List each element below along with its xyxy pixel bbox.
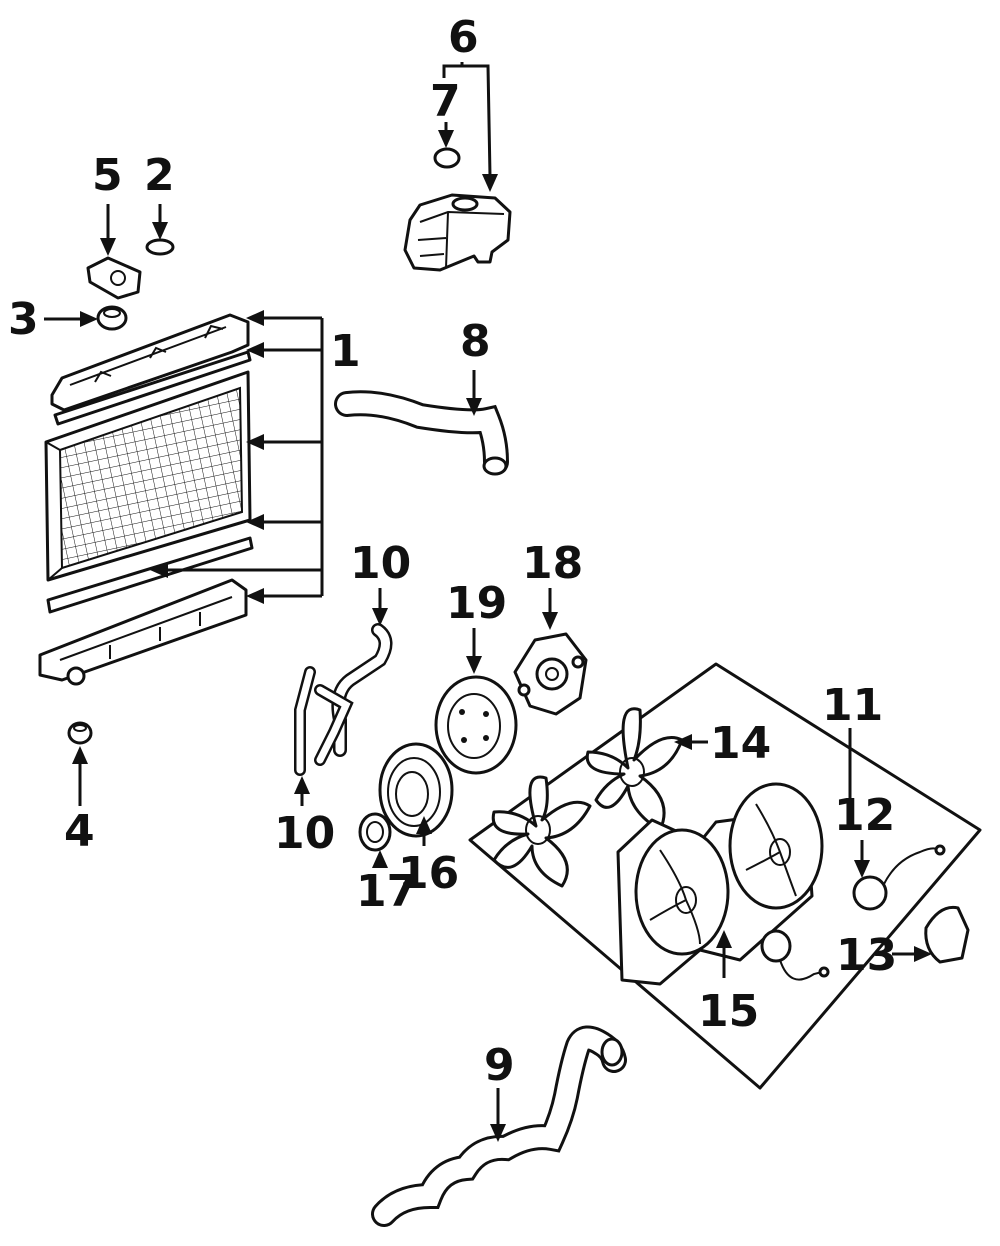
callout-8: 8: [460, 316, 491, 367]
part-6-reservoir: [403, 193, 512, 272]
part-5-bracket: [86, 256, 142, 300]
callout-13: 13: [836, 930, 897, 981]
part-12-motor: [852, 844, 946, 911]
callout-15: 15: [698, 986, 759, 1037]
part-3-grommet: [96, 305, 128, 331]
callout-9: 9: [484, 1040, 515, 1091]
part-17-bearing: [358, 812, 392, 852]
part-2-seal: [145, 238, 175, 256]
callout-labels: 1 2 3 4 5 6 7 8 9 10 10 11 12 13 14 15 1…: [8, 12, 897, 1091]
callout-4: 4: [64, 806, 95, 857]
callout-7: 7: [430, 76, 461, 127]
callout-12: 12: [834, 790, 895, 841]
radiator-assembly: [38, 313, 254, 686]
callout-16: 16: [398, 848, 459, 899]
callout-11: 11: [822, 680, 883, 731]
part-19-pulley: [434, 675, 518, 775]
fan-blade-left: [491, 775, 592, 888]
callout-3: 3: [8, 294, 39, 345]
fan-motor-2: [760, 929, 830, 981]
callout-14: 14: [710, 718, 771, 769]
part-18-water-pump: [513, 632, 588, 716]
callout-5: 5: [92, 150, 123, 201]
part-10-pipes: [294, 623, 393, 776]
part-8-upper-hose: [334, 390, 509, 476]
part-4-grommet: [67, 721, 93, 745]
callout-10-lower: 10: [274, 808, 335, 859]
part-9-lower-hose: [371, 1025, 627, 1227]
callout-18: 18: [522, 538, 583, 589]
callout-17: 17: [356, 866, 417, 917]
leader-lines: [44, 62, 932, 1142]
part-7-cap: [433, 147, 461, 169]
callout-6: 6: [448, 12, 479, 63]
part-13-cover: [924, 905, 970, 964]
part-16-pulley: [378, 742, 454, 838]
callout-2: 2: [144, 150, 175, 201]
callout-1: 1: [330, 326, 361, 377]
callout-10-upper: 10: [350, 538, 411, 589]
callout-19: 19: [446, 578, 507, 629]
